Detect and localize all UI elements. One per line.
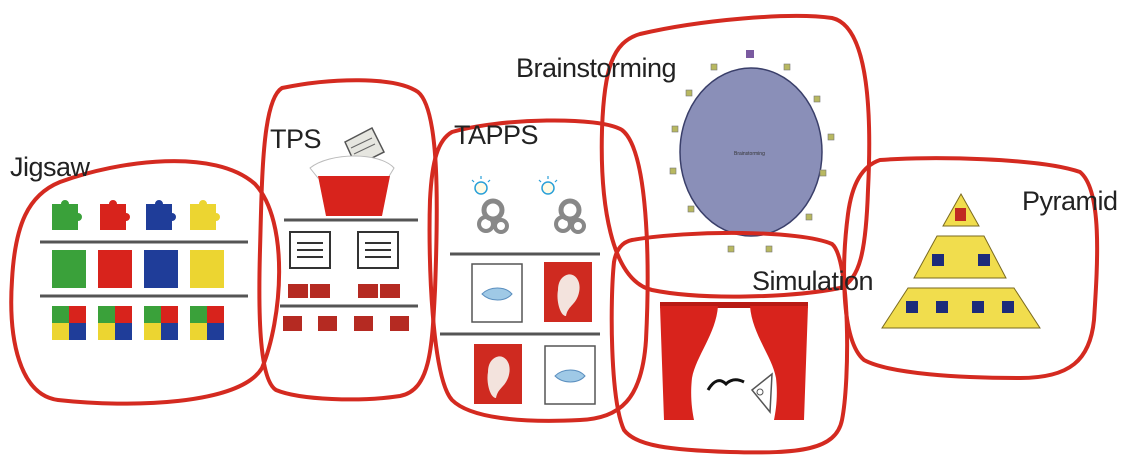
pyramid-outline [842,156,1100,381]
mouth-icon [544,345,596,405]
ballot-box-icon [280,126,418,331]
simulation-label: Simulation [752,266,874,296]
brainstorming-label: Brainstorming [516,53,677,83]
tapps-label: TAPPS [454,120,539,150]
jigsaw-label: Jigsaw [10,152,90,182]
brainstorming-outline [599,13,872,299]
simulation-outline [609,230,850,455]
brainstorming-group [599,13,872,299]
pyramid-icon [881,192,1041,329]
simulation-group [609,230,850,455]
tapps-outline [427,118,650,423]
lightbulb-gears-icon [471,176,586,234]
ear-icon [544,262,592,322]
ear-icon [474,344,522,404]
jigsaw-outline [9,159,282,406]
tps-label: TPS [270,124,322,154]
pyramid-label: Pyramid [1022,186,1118,216]
tps-group [257,78,439,402]
idea-circle-icon [669,50,835,253]
tapps-group [427,118,650,423]
brainstorming-inner-label: Brainstorming [734,151,765,157]
jigsaw-group [9,159,282,406]
pyramid-group [842,156,1100,381]
puzzle-pieces-icon [40,200,248,340]
tps-outline [257,78,439,402]
mouth-icon [471,263,523,323]
theater-curtain-icon [660,302,808,420]
